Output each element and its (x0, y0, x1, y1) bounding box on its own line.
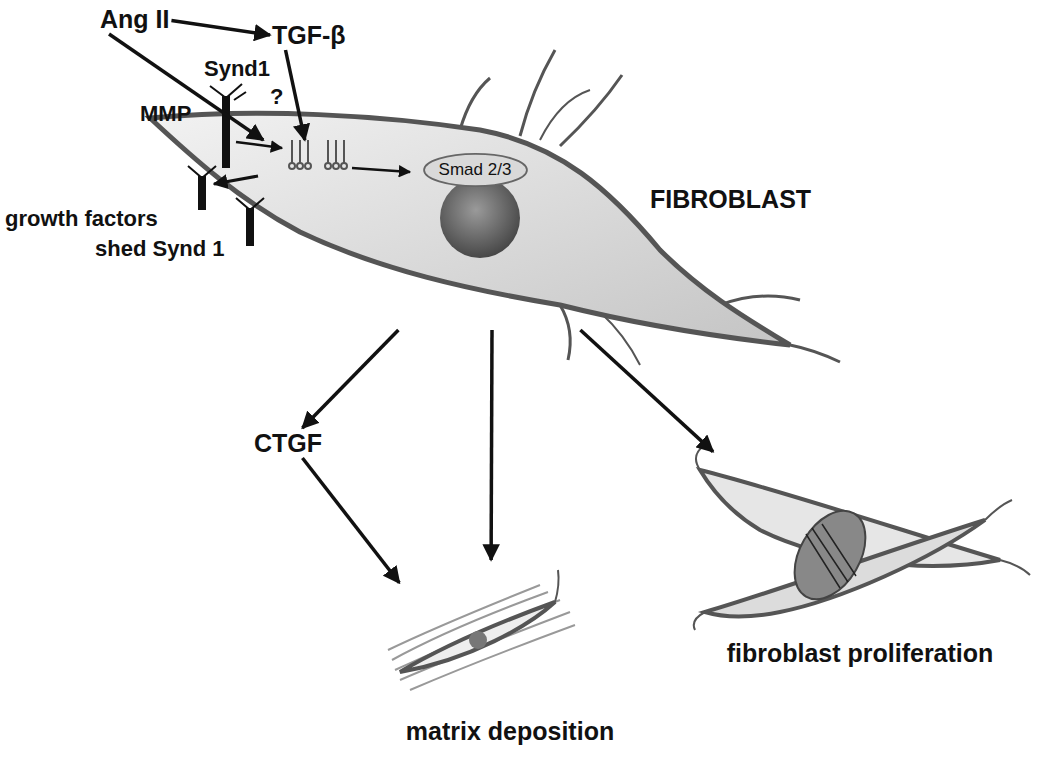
growth-factor-symbol (188, 166, 216, 210)
arrow-connector (109, 34, 263, 140)
arrow-connector (171, 21, 270, 36)
unknown-arrow (236, 142, 282, 148)
arrow-connector (302, 330, 398, 428)
signal-label: Ang II (98, 4, 171, 34)
smad-oval: Smad 2/3 (417, 153, 534, 187)
question-mark: ? (270, 84, 283, 110)
matrix-cell (388, 570, 575, 690)
shed-syndecan-symbol (236, 198, 264, 246)
cell-node: FIBROBLASTSmad 2/3 (180, 140, 700, 330)
protein-label: Synd1 (204, 56, 270, 82)
factor-label: CTGF (252, 428, 324, 458)
node-text: matrix deposition (375, 716, 645, 746)
node-text: fibroblast proliferation (685, 638, 1035, 668)
fibroblast-cell (150, 50, 840, 365)
arrow-connector (302, 458, 399, 583)
product-label: shed Synd 1 (95, 236, 225, 262)
node-text: CTGF (254, 428, 322, 458)
signal-arrow (352, 168, 410, 172)
node-text: Smad 2/3 (433, 160, 518, 180)
proliferation-cells (694, 445, 1030, 630)
node-text: Ang II (100, 4, 169, 34)
shedding-arrow (214, 176, 258, 184)
receptor-symbol (289, 140, 347, 169)
node-text: TGF-β (272, 20, 346, 50)
outcome-node: fibroblast proliferation (685, 440, 1035, 672)
enzyme-label: MMP (140, 101, 191, 127)
arrow-connector (580, 330, 713, 452)
outcome-node: matrix deposition (375, 560, 645, 750)
product-label: growth factors (5, 206, 158, 232)
arrow-connector (489, 330, 493, 560)
arrow-connector (286, 50, 305, 140)
node-text: FIBROBLAST (650, 185, 811, 214)
signal-label: TGF-β (270, 20, 348, 50)
